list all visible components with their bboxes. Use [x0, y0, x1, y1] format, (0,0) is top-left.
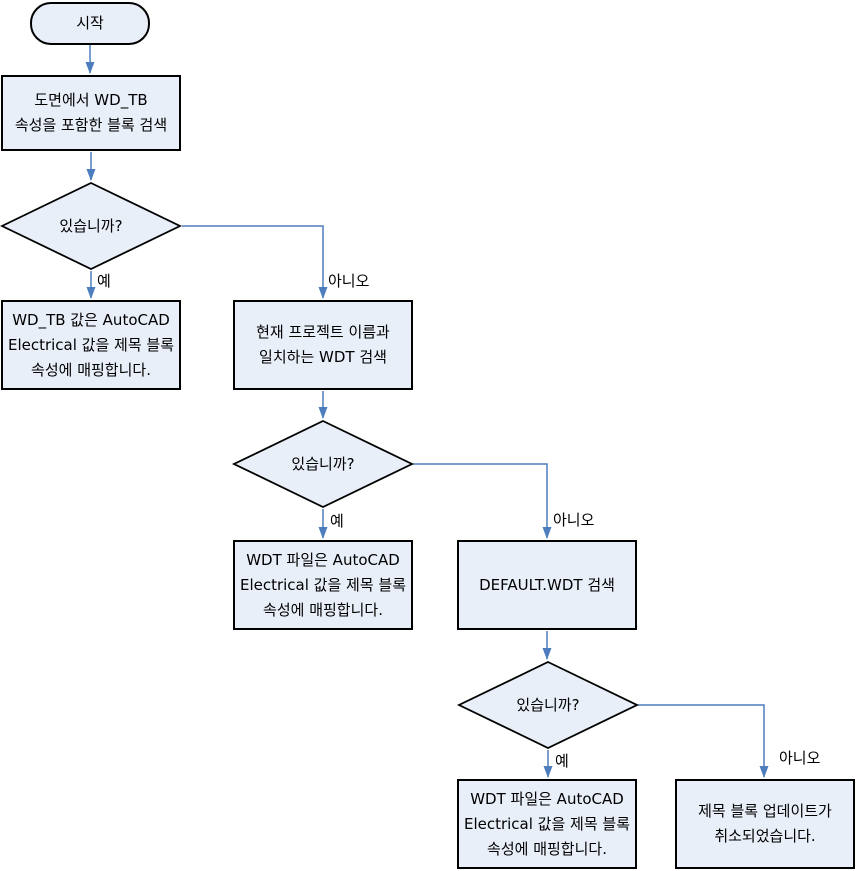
decision-2: 있습니까? — [231, 420, 415, 508]
decision-2-label: 있습니까? — [291, 454, 355, 473]
decision-3-label: 있습니까? — [516, 695, 580, 714]
edge-label-yes-1: 예 — [97, 272, 111, 290]
edge-label-yes-2: 예 — [330, 512, 344, 530]
process-search-default-wdt: DEFAULT.WDT 검색 — [457, 540, 637, 630]
process-map-wdt-file-1: WDT 파일은 AutoCAD Electrical 값을 제목 블록 속성에 … — [233, 540, 413, 630]
process-search-block: 도면에서 WD_TB 속성을 포함한 블록 검색 — [1, 75, 181, 151]
node-text-line: Electrical 값을 제목 블록 — [7, 335, 175, 354]
process-map-wdt-file-2: WDT 파일은 AutoCAD Electrical 값을 제목 블록 속성에 … — [457, 779, 637, 869]
node-text-line: DEFAULT.WDT 검색 — [479, 575, 615, 594]
node-text-line: Electrical 값을 제목 블록 — [463, 814, 631, 833]
process-search-project-wdt: 현재 프로젝트 이름과 일치하는 WDT 검색 — [233, 300, 413, 390]
edge-label-yes-3: 예 — [555, 752, 569, 770]
connector-decision1-no — [182, 225, 328, 299]
edge-label-no-3: 아니오 — [779, 749, 821, 767]
node-text-line: 일치하는 WDT 검색 — [259, 348, 387, 366]
node-text-line: WD_TB 값은 AutoCAD — [12, 310, 170, 329]
node-text-line: 속성에 매핑합니다. — [263, 600, 383, 619]
decision-3: 있습니까? — [456, 661, 640, 749]
node-text-line: 취소되었습니다. — [714, 827, 816, 845]
decision-1: 있습니까? — [0, 182, 183, 270]
node-text-line: 속성에 매핑합니다. — [487, 839, 607, 858]
node-text-line: 현재 프로젝트 이름과 — [256, 323, 390, 341]
node-text-line: 도면에서 WD_TB — [34, 91, 148, 109]
diamond-shape — [231, 420, 415, 508]
decision-1-label: 있습니까? — [59, 216, 123, 235]
diamond-shape — [456, 661, 640, 749]
edge-label-no-2: 아니오 — [553, 511, 595, 529]
node-text-line: 속성에 매핑합니다. — [31, 360, 151, 379]
node-text-line: WDT 파일은 AutoCAD — [470, 789, 624, 808]
start-label: 시작 — [76, 14, 104, 32]
connector-decision2-no — [413, 463, 552, 539]
node-text-line: 제목 블록 업데이트가 — [698, 802, 832, 820]
node-text-line: 속성을 포함한 블록 검색 — [14, 116, 168, 134]
process-map-wdtb: WD_TB 값은 AutoCAD Electrical 값을 제목 블록 속성에… — [1, 300, 181, 390]
node-text-line: Electrical 값을 제목 블록 — [239, 575, 407, 594]
diamond-shape — [0, 182, 183, 270]
start-node: 시작 — [30, 2, 150, 45]
process-update-cancelled: 제목 블록 업데이트가 취소되었습니다. — [675, 779, 855, 869]
node-text-line: WDT 파일은 AutoCAD — [246, 550, 400, 569]
edge-label-no-1: 아니오 — [328, 272, 370, 290]
connector-decision3-no — [638, 704, 769, 778]
